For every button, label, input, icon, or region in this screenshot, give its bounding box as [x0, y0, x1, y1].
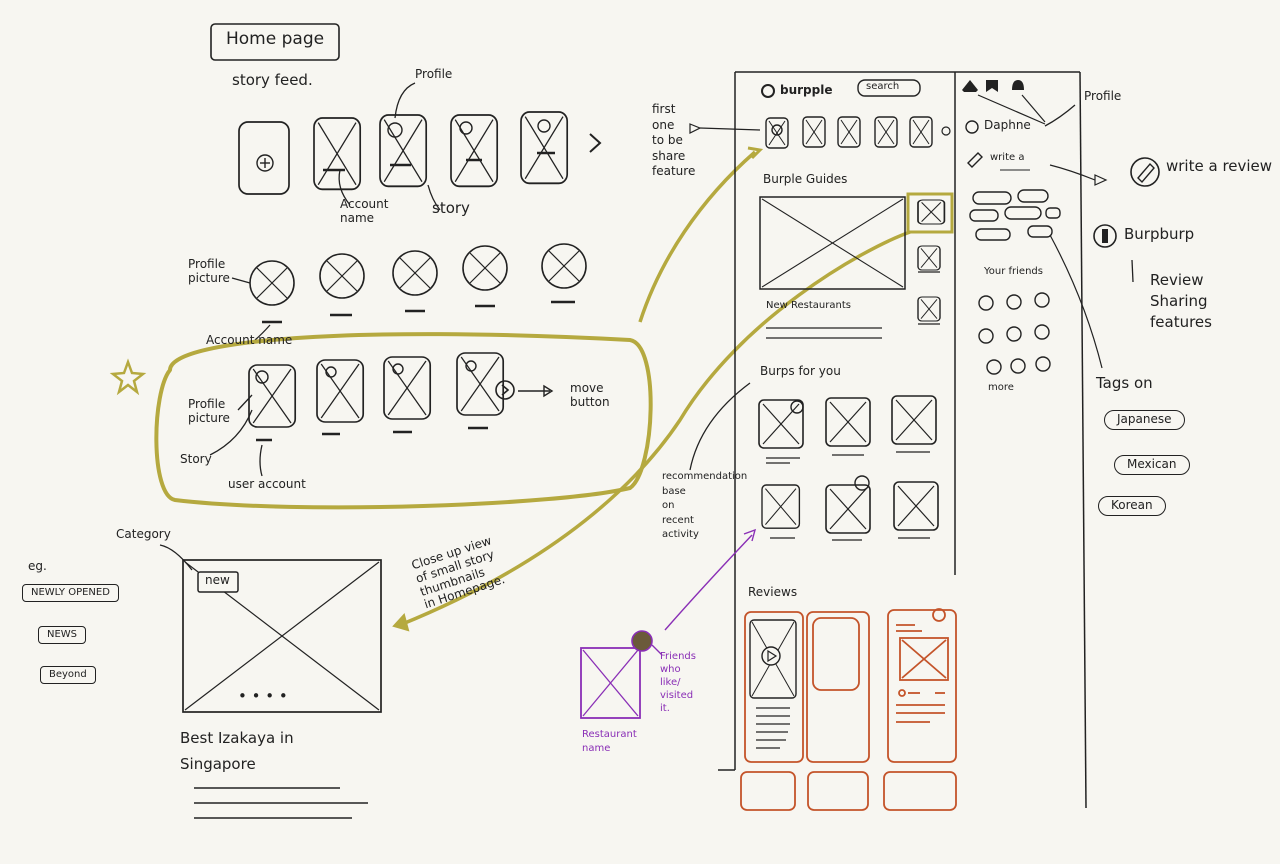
story-card — [379, 114, 428, 188]
label-account-name-2: Account name — [206, 333, 293, 347]
card-caption: Best Izakaya in Singapore — [180, 729, 294, 773]
label-profile-picture: Profile picture — [188, 257, 230, 285]
restaurant-name-note: Restaurant name — [582, 729, 637, 754]
purple-restaurant-card — [580, 528, 757, 719]
section-reviews: Reviews — [748, 585, 798, 599]
new-badge — [197, 571, 239, 593]
note-write-review: write a review — [1166, 157, 1273, 175]
story-card — [316, 359, 365, 423]
tag-beyond: Beyond — [40, 666, 96, 684]
highlight-connector-bottom — [399, 230, 911, 627]
story-card — [450, 114, 499, 188]
story-card — [313, 117, 362, 191]
right-notes-shapes — [1093, 157, 1160, 283]
sidebar-write: write a — [990, 152, 1025, 163]
story-feed-row — [238, 82, 569, 211]
reviews-cards — [740, 608, 957, 811]
note-burpburp: Burpburp — [1124, 225, 1195, 243]
homepage-title-box — [210, 23, 340, 61]
user-avatar-icon — [965, 120, 979, 134]
story-card — [520, 111, 569, 185]
label-profile: Profile — [415, 67, 453, 81]
more-label: more — [988, 382, 1014, 393]
profile-circle — [392, 250, 438, 296]
page-sidebar — [965, 120, 1108, 375]
move-button-icon — [495, 380, 515, 400]
tag-mexican: Mexican — [1114, 455, 1190, 475]
search-box — [857, 79, 921, 97]
bookmark-icon — [986, 80, 998, 92]
guides-section — [759, 192, 954, 339]
label-eg: eg. — [28, 559, 47, 573]
search-label: search — [866, 81, 900, 92]
homepage-title: Home page — [226, 29, 325, 49]
tag-korean: Korean — [1098, 496, 1166, 516]
pencil-icon — [967, 152, 983, 168]
nav-icons — [962, 80, 1076, 127]
label-profile-picture-2: Profile picture — [188, 397, 230, 425]
play-icon — [761, 646, 781, 666]
note-tags-on: Tags on — [1096, 374, 1153, 392]
your-friends: Your friends — [984, 266, 1043, 277]
label-account-name: Account name — [340, 197, 389, 225]
tag-news: NEWS — [38, 626, 87, 644]
burpple-logo: burpple — [780, 83, 833, 97]
close-up-story-row — [209, 352, 554, 477]
add-story-card — [238, 121, 290, 195]
label-move-button: move button — [570, 381, 610, 409]
section-guides: Burple Guides — [763, 172, 848, 186]
first-share-note: first one to be share feature — [652, 102, 696, 179]
profile-circle-row — [231, 243, 587, 341]
new-restaurants: New Restaurants — [766, 300, 851, 311]
burps-grid — [689, 382, 939, 541]
story-card — [456, 352, 505, 416]
profile-circle — [462, 245, 508, 291]
label-story: story — [432, 199, 470, 217]
highlight-loop — [154, 332, 653, 510]
label-user-account: user account — [228, 477, 306, 491]
profile-circle — [319, 253, 365, 299]
write-review-icon — [1130, 157, 1160, 187]
card-dots: • • • • — [238, 687, 288, 705]
recommendation-note: recommendation base on recent activity — [662, 471, 748, 540]
label-category: Category — [116, 527, 171, 541]
burpple-logo-icon — [761, 84, 775, 98]
sidebar-user: Daphne — [984, 118, 1031, 132]
home-icon — [962, 80, 978, 92]
tag-newly-opened: NEWLY OPENED — [22, 584, 119, 602]
section-burps: Burps for you — [760, 364, 841, 378]
profile-circle — [541, 243, 587, 289]
friend-avatar-icon — [631, 630, 653, 652]
label-story-2: Story — [180, 452, 212, 466]
profile-circle — [249, 260, 295, 306]
video-review-card — [749, 619, 797, 749]
new-badge-label: new — [205, 573, 230, 587]
friends-note: Friends who like/ visited it. — [660, 651, 696, 714]
note-profile: Profile — [1084, 89, 1122, 103]
chevron-right-icon — [589, 133, 602, 153]
category-card — [159, 544, 382, 819]
page-story-row — [689, 116, 951, 149]
bell-icon — [1012, 80, 1024, 90]
tag-japanese: Japanese — [1104, 410, 1185, 430]
add-story-plus-icon — [256, 154, 274, 172]
burpburp-icon — [1093, 224, 1117, 248]
story-card — [383, 356, 432, 420]
burpple-page-frame — [718, 71, 1087, 809]
note-review-sharing: Review Sharing features — [1150, 271, 1212, 331]
star-icon — [109, 358, 147, 396]
homepage-subtitle: story feed. — [232, 71, 313, 89]
